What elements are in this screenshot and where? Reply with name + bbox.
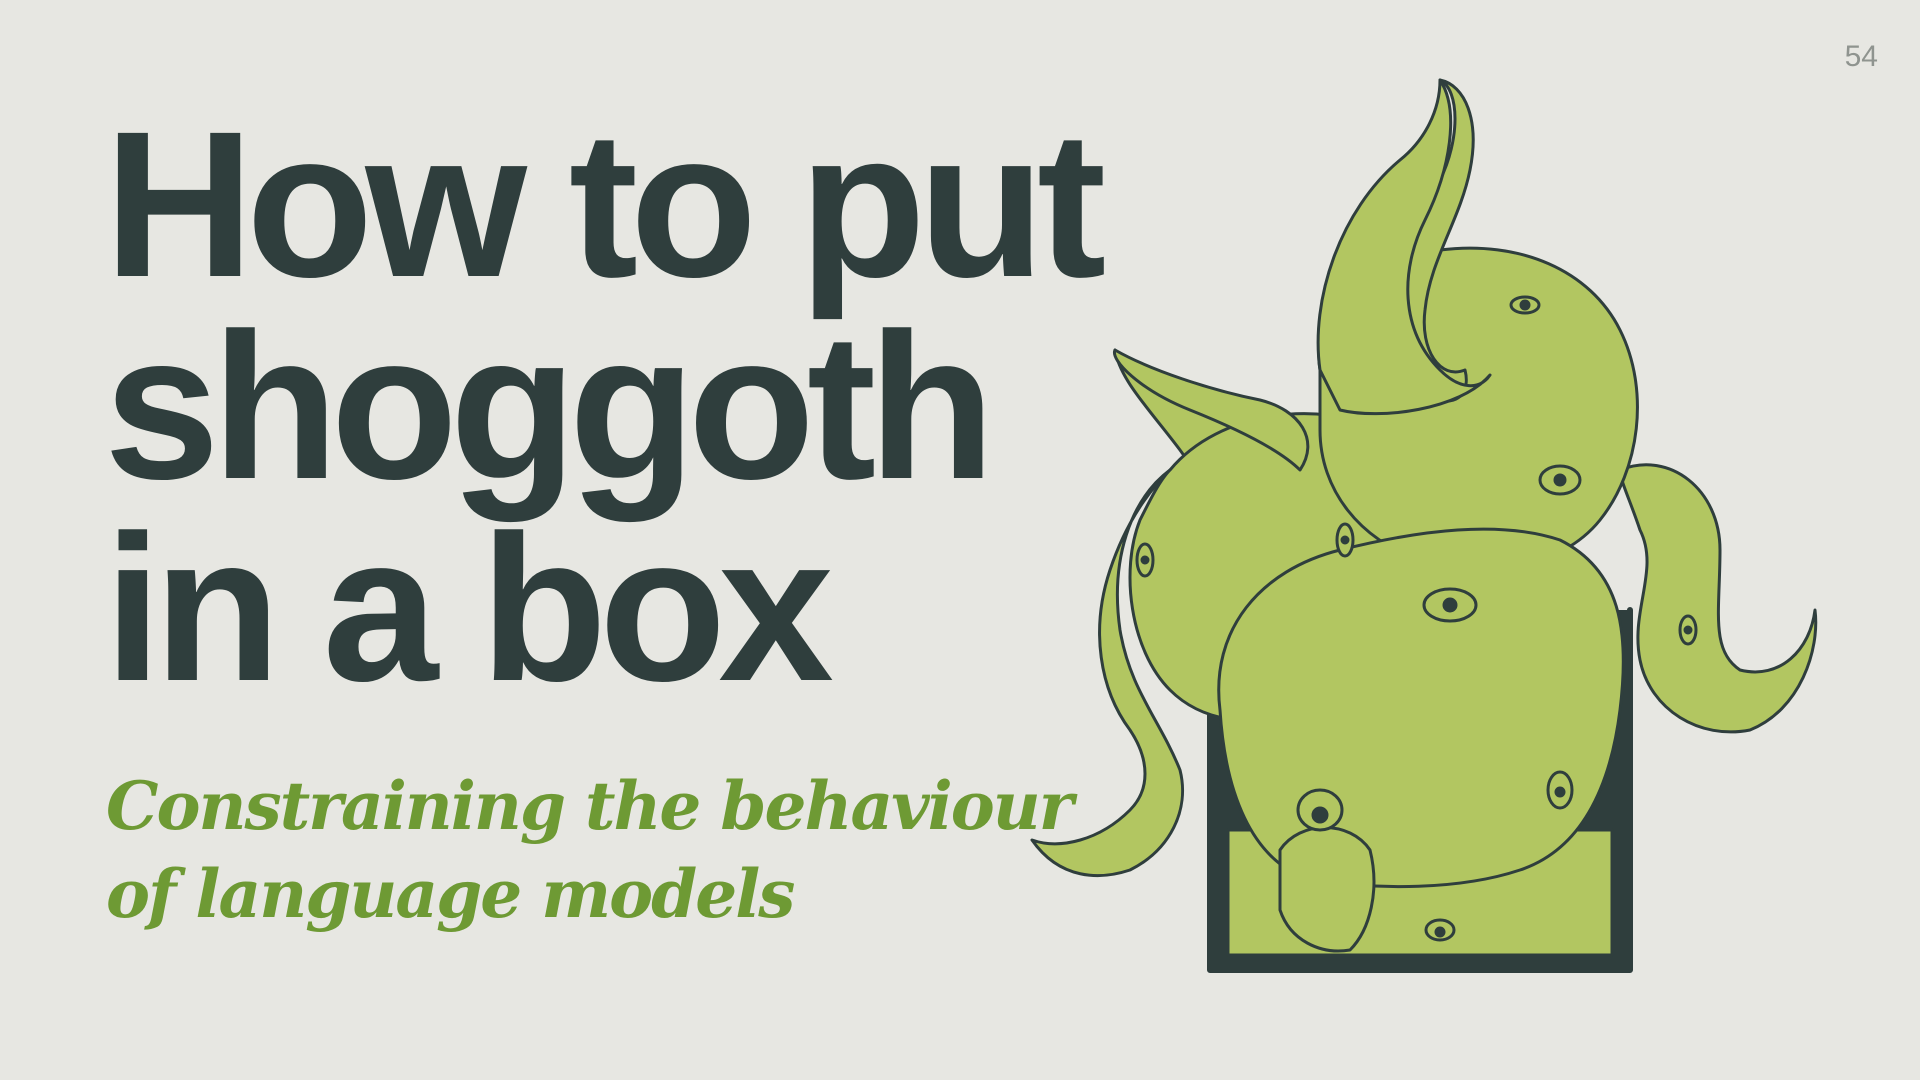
tentacle-right: [1618, 463, 1818, 734]
subtitle-line-1: Constraining the behaviour: [106, 767, 1073, 845]
title-line-1: How to put: [104, 89, 1106, 321]
tentacle-upper-left: [1113, 348, 1310, 472]
slide-subtitle: Constraining the behaviour of language m…: [106, 762, 1073, 938]
title-line-2: shoggoth: [104, 291, 995, 523]
body-left: [1030, 468, 1185, 877]
shoggoth-in-box-icon: [1030, 78, 1818, 973]
subtitle-line-2: of language models: [106, 855, 795, 933]
eyes: [1135, 295, 1698, 942]
slide-title: How to put shoggoth in a box: [104, 89, 1106, 725]
title-line-3: in a box: [104, 493, 834, 725]
page-number: 54: [1844, 40, 1878, 73]
body-front-lower: [1278, 826, 1376, 953]
tentacle-top-body: [1316, 78, 1492, 416]
body-front: [1217, 527, 1625, 889]
